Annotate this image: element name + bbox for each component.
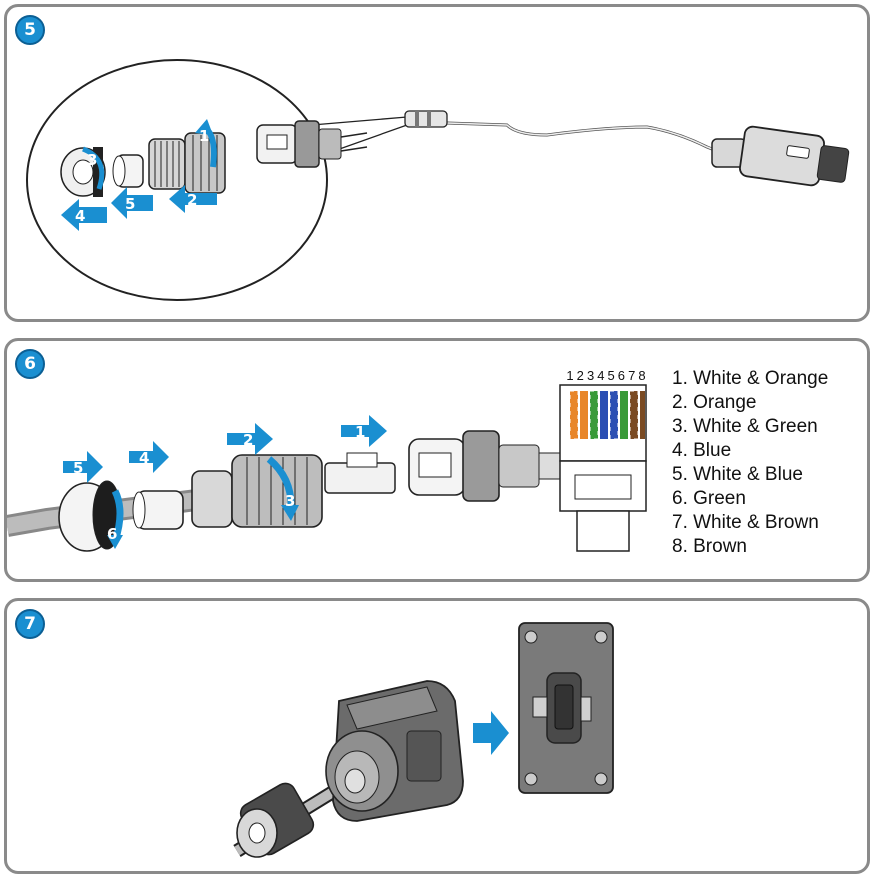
pin-number: 4 <box>597 368 605 383</box>
step-5-panel: 5 <box>4 4 870 322</box>
zoomed-gland <box>148 132 226 194</box>
arrow-2 <box>227 423 273 455</box>
rj45-plug <box>324 452 396 494</box>
arrow-1 <box>341 415 387 447</box>
wiring-item: 6. Green <box>672 488 746 509</box>
arrow-3-label: 3 <box>87 151 97 169</box>
arrow-4-label: 4 <box>75 207 85 225</box>
step-5-illustration: 1 2 3 4 5 <box>26 59 850 301</box>
insert-arrow <box>473 711 509 755</box>
pin-number: 6 <box>617 368 626 383</box>
arrow-6-label: 6 <box>107 525 117 543</box>
pin-numbers: 1 2 3 4 5 6 7 8 <box>565 368 647 383</box>
cable <box>446 121 728 157</box>
zoomed-seal <box>112 154 144 188</box>
arrow-5 <box>111 187 153 219</box>
arrow-2-label: 2 <box>243 431 253 449</box>
arrow-3-label: 3 <box>285 492 295 510</box>
wiring-item: 1. White & Orange <box>672 368 829 389</box>
zoom-line-top <box>311 116 408 126</box>
wiring-item: 7. White & Brown <box>672 512 819 533</box>
dongle-device <box>711 125 850 187</box>
arrow-1-label: 1 <box>199 127 209 145</box>
cable-nut <box>236 782 315 858</box>
wiring-legend: 1. White & Orange 2. Orange 3. White & G… <box>672 367 828 559</box>
arrow-3 <box>81 146 105 190</box>
step-7-illustration <box>233 622 614 858</box>
wiring-item: 4. Blue <box>672 440 732 461</box>
pin-number: 8 <box>638 368 646 383</box>
arrow-2 <box>169 185 217 213</box>
wiring-item: 2. Orange <box>672 392 757 413</box>
arrow-2-label: 2 <box>187 191 197 209</box>
arrow-4-label: 4 <box>139 449 149 467</box>
arrow-5 <box>63 451 103 483</box>
arrow-1-label: 1 <box>355 423 365 441</box>
pin-number: 2 <box>576 368 584 383</box>
mounting-plate <box>518 622 614 794</box>
connector-housing <box>325 680 464 822</box>
step-number-badge: 6 <box>15 349 45 379</box>
arrow-5-label: 5 <box>73 459 83 477</box>
wiring-item: 8. Brown <box>672 536 747 557</box>
wiring-item: 5. White & Blue <box>672 464 803 485</box>
arrow-4 <box>129 441 169 473</box>
seal <box>132 490 184 530</box>
pin-number: 5 <box>607 368 615 383</box>
cable-connector <box>404 110 448 128</box>
zoomed-rj45-head <box>256 120 368 168</box>
step-7-panel: 7 <box>4 598 870 874</box>
gland-body <box>191 454 323 528</box>
step-number-badge: 5 <box>15 15 45 45</box>
arrow-4 <box>61 199 107 231</box>
zoomed-nut <box>60 147 106 197</box>
step-number-badge: 7 <box>15 609 45 639</box>
pin-number: 3 <box>586 368 595 383</box>
rj45-jack <box>408 430 562 502</box>
arrow-5-label: 5 <box>125 195 135 213</box>
pinout-diagram <box>559 384 647 552</box>
wiring-item: 3. White & Green <box>672 416 818 437</box>
step-6-panel: 6 <box>4 338 870 582</box>
pin-number: 1 <box>566 368 574 383</box>
magnifier-circle <box>26 59 328 301</box>
step-6-illustration: 5 4 2 1 3 6 <box>7 384 647 552</box>
pin-number: 7 <box>628 368 636 383</box>
